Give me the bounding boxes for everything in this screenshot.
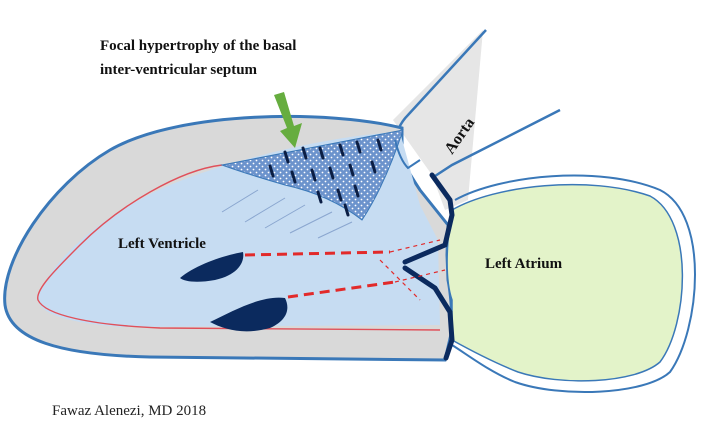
left-atrium-outer-wall	[451, 174, 696, 393]
chordae-dashes	[244, 250, 396, 299]
aortic-valve-cusp	[394, 139, 421, 170]
hypertrophy-dashes	[268, 138, 383, 217]
left-atrium-label: Left Atrium	[485, 256, 563, 272]
flow-arrows	[221, 189, 353, 239]
author-credit: Fawaz Alenezi, MD 2018	[52, 403, 207, 419]
annotation-title-line1: Focal hypertrophy of the basal	[100, 38, 297, 54]
chordae-thin-dashes	[379, 239, 446, 301]
left-ventricle-label: Left Ventricle	[118, 236, 206, 252]
endocardium-line	[37, 164, 441, 331]
left-atrium	[446, 183, 684, 382]
annotation-title-line2: inter-ventricular septum	[100, 62, 258, 78]
aorta-vessel	[393, 30, 483, 210]
mitral-valve-leaflet-posterior	[402, 265, 455, 361]
mitral-valve-leaflet-anterior	[402, 172, 455, 265]
aorta-lower-wall	[431, 108, 561, 180]
green-pointer-arrow	[274, 92, 302, 148]
papillary-muscle-upper	[180, 252, 244, 282]
papillary-muscle-lower	[210, 297, 288, 332]
